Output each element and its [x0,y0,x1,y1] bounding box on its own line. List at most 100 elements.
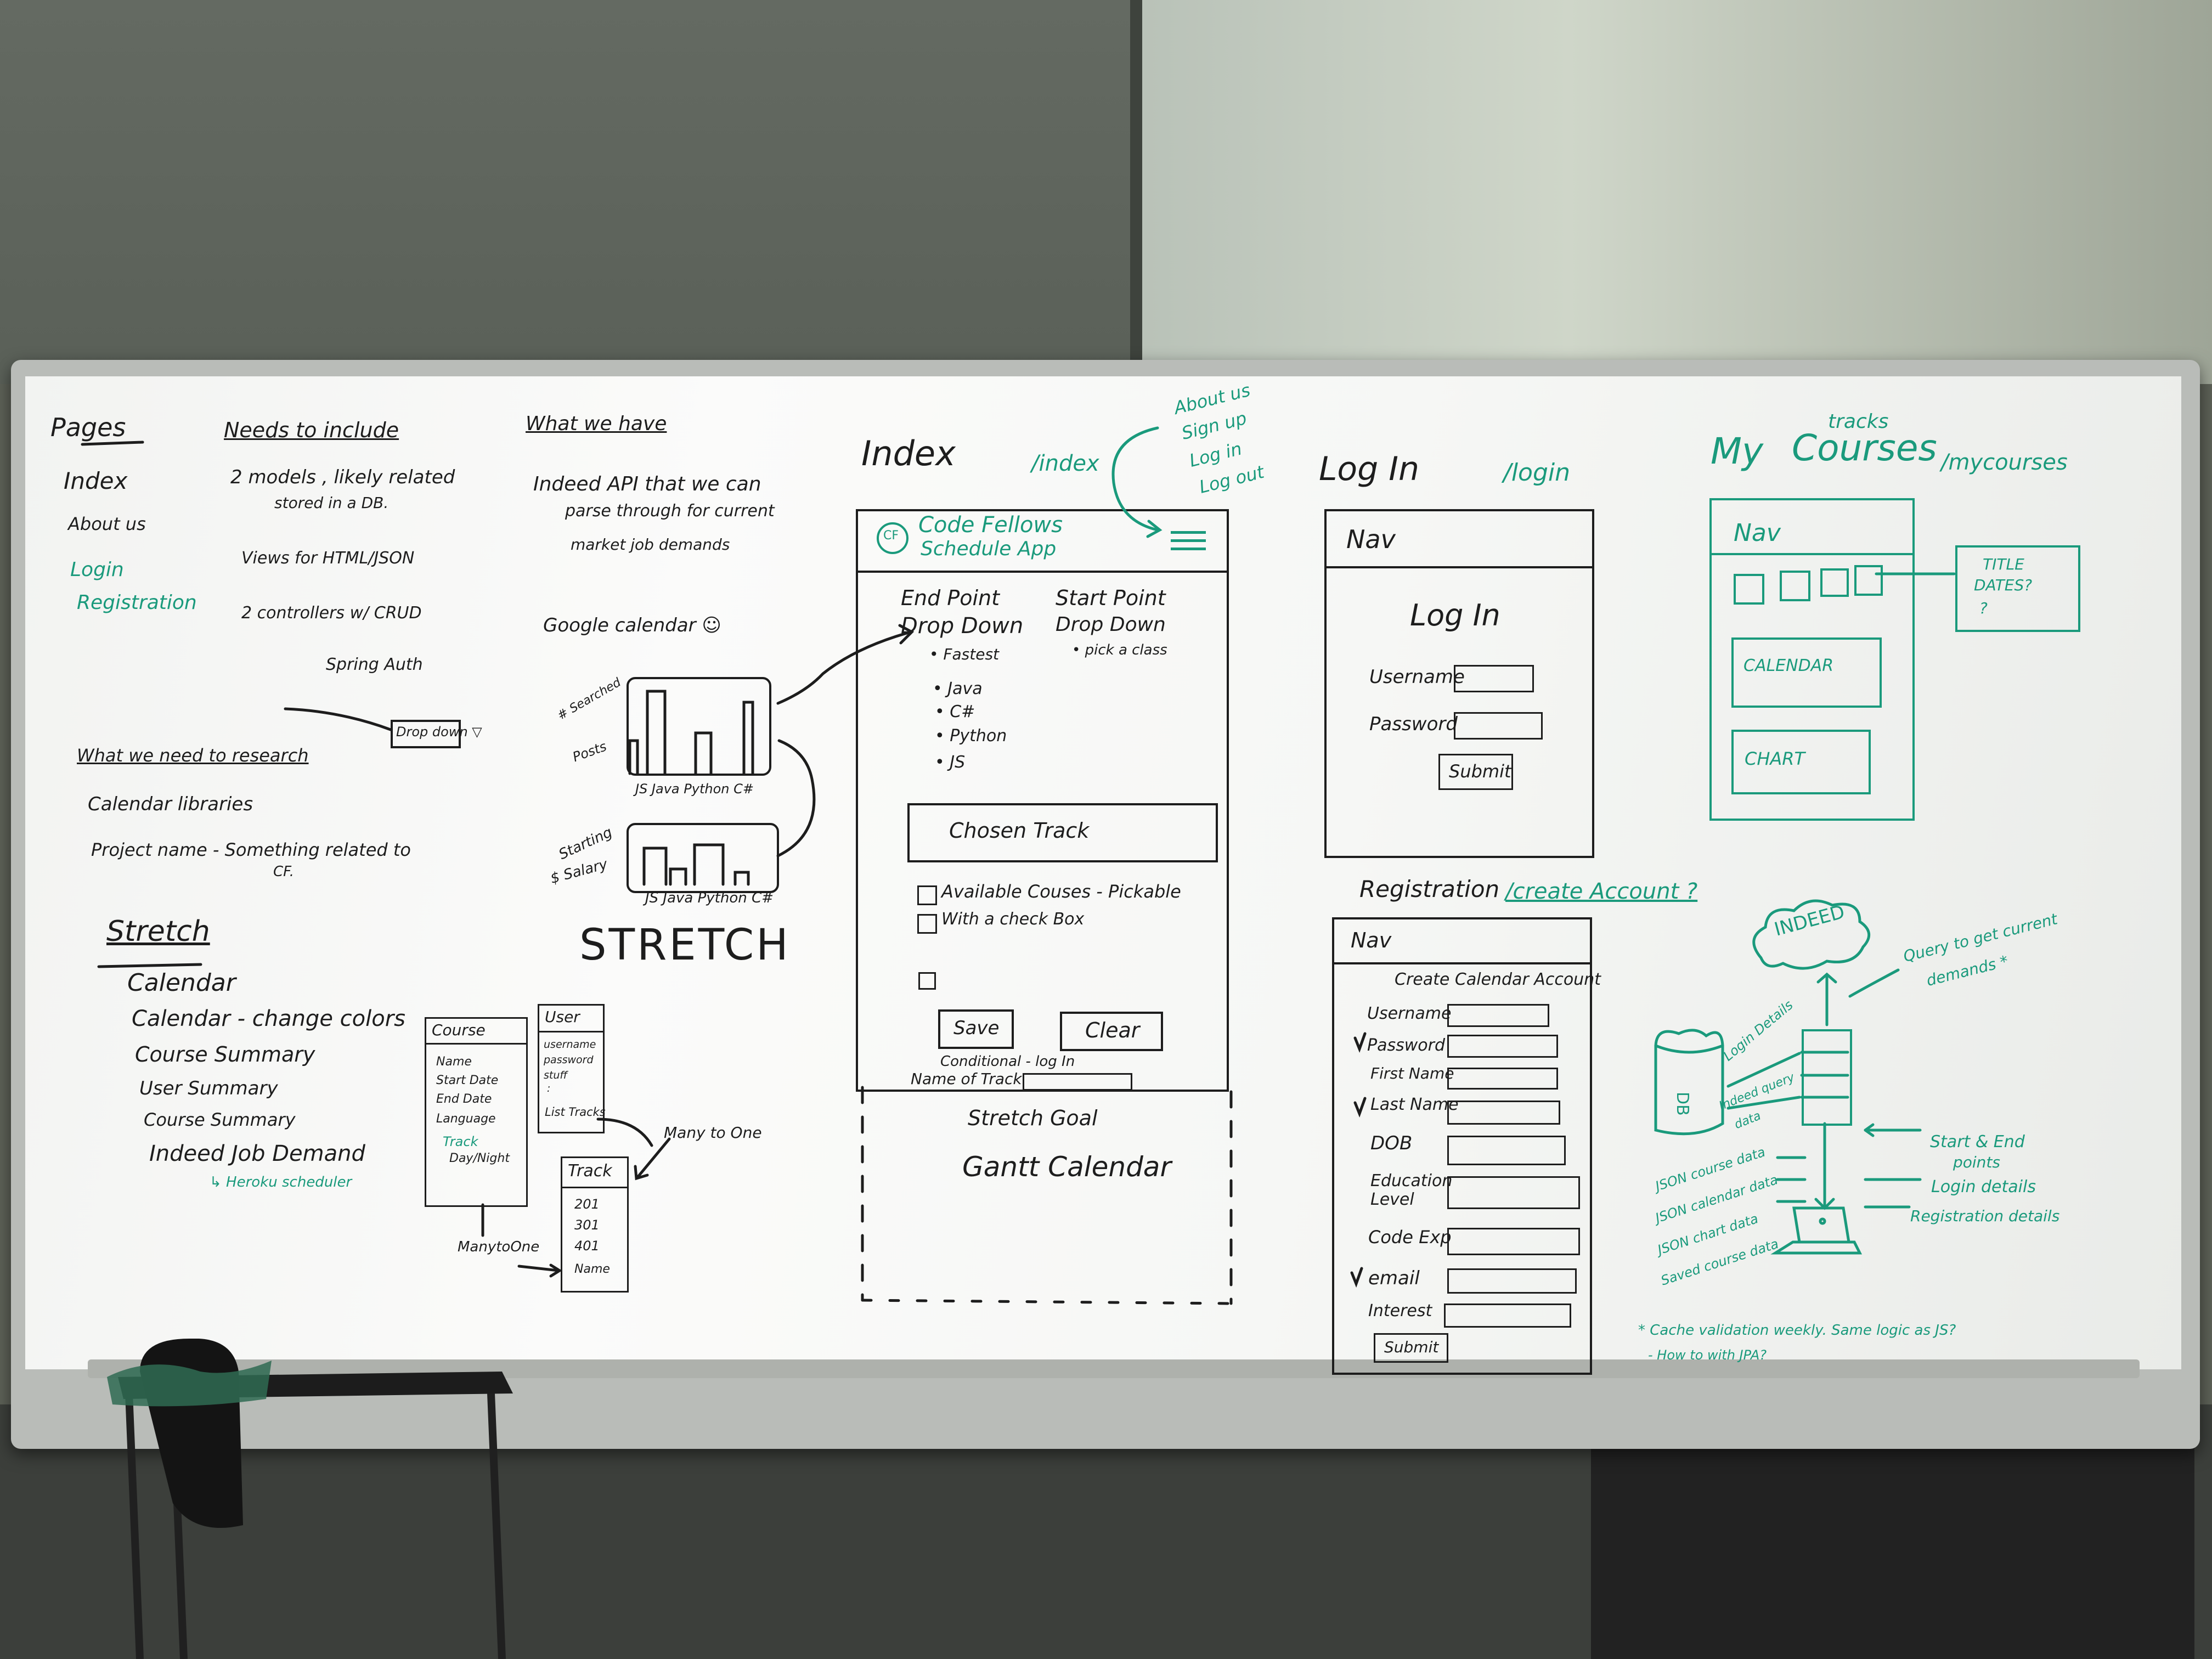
chart-sketch-searched-posts [627,677,771,776]
login-nav: Nav [1346,524,1396,554]
checkbox[interactable] [917,914,937,934]
stretch-item: Indeed Job Demand [149,1141,365,1166]
stretch-item: Calendar [127,969,236,997]
checkbox[interactable] [918,972,936,990]
reg-input[interactable] [1444,1304,1571,1328]
login-title: Log In [1410,598,1500,633]
course-field: Language [436,1112,496,1126]
reg-input[interactable] [1447,1101,1560,1125]
mycourses-heading-my: My [1711,430,1764,472]
track-entity: Track 201 301 401 Name [561,1156,629,1293]
checkbox[interactable] [917,885,937,905]
course-field: Name [436,1055,472,1069]
end-point-dropdown[interactable]: Drop Down [901,613,1024,639]
password-label: Password [1369,713,1458,735]
gantt-calendar-label: Gantt Calendar [962,1151,1172,1183]
cf-logo-text: CF [883,529,899,543]
reg-input[interactable] [1447,1004,1549,1027]
registration-submit-button[interactable]: Submit [1374,1333,1448,1363]
stretch-heading: Stretch [106,915,210,948]
end-option: • JS [935,753,966,772]
foreground-chair [107,1339,513,1659]
reg-input[interactable] [1447,1268,1577,1294]
cache-note-2: - How to with JPA? [1648,1347,1767,1363]
start-point-dropdown[interactable]: Drop Down [1056,613,1166,636]
reg-field-label: DOB [1370,1132,1413,1154]
needs-heading: Needs to include [224,418,399,442]
track-field: 201 [574,1197,600,1212]
reg-input[interactable] [1447,1035,1558,1058]
hamburger-menu-icon[interactable] [1171,531,1206,553]
pages-item-login: Login [70,558,124,581]
registration-route: /create Account ? [1505,879,1698,904]
stretch-item: Course Summary [135,1042,315,1066]
password-input[interactable] [1454,712,1543,740]
course-thumbnail[interactable] [1734,574,1764,605]
calendar-panel[interactable]: CALENDAR [1731,637,1882,708]
mycourses-wireframe: Nav CALENDAR CHART [1709,498,1915,821]
track-field: Name [574,1262,610,1276]
reg-field-label: First Name [1370,1064,1454,1082]
save-button[interactable]: Save [938,1009,1014,1049]
app-title-2: Schedule App [921,538,1057,560]
many-to-one-label-b: ManytoOne [458,1239,540,1255]
login-wireframe: Nav Log In Username Password Submit [1324,509,1594,858]
pages-item-index: Index [64,467,128,494]
user-field: password [544,1054,594,1066]
chosen-track-label: Chosen Track [949,819,1090,843]
registration-submit-label: Submit [1384,1338,1439,1356]
have-heading: What we have [526,413,667,435]
stretch-item: Course Summary [144,1109,296,1130]
clear-button[interactable]: Clear [1060,1012,1163,1051]
reg-input[interactable] [1447,1228,1580,1255]
needs-line-4: 2 controllers w/ CRUD [241,603,422,623]
mycourses-heading-courses: Courses [1792,427,1937,469]
reg-field-label: Username [1367,1004,1452,1023]
login-submit-button[interactable]: Submit [1438,754,1513,790]
title-dates-note-box: TITLE DATES? ? [1955,545,2080,632]
course-thumbnail[interactable] [1854,565,1883,596]
right-label: Registration details [1910,1207,2060,1225]
login-route: /login [1503,459,1571,487]
course-field: End Date [436,1092,492,1106]
mycourses-nav: Nav [1734,519,1781,547]
research-item-1: Calendar libraries [88,793,253,815]
reg-field-label: Education Level [1370,1171,1453,1209]
end-option: • Python [935,726,1007,746]
chart-panel[interactable]: CHART [1731,730,1871,794]
start-note: • pick a class [1072,642,1167,658]
username-input[interactable] [1454,665,1534,692]
calendar-panel-label: CALENDAR [1743,656,1834,675]
needs-line-3: Views for HTML/JSON [241,549,415,568]
reg-field-label: Code Exp [1368,1227,1452,1248]
right-label: points [1953,1153,2000,1171]
track-entity-title: Track [568,1161,612,1181]
have-line-2: parse through for current [565,501,775,521]
index-heading: Index [861,433,956,473]
reg-input[interactable] [1447,1136,1566,1165]
heroku-note: ↳ Heroku scheduler [210,1174,352,1190]
user-field: List Tracks [545,1105,606,1119]
pillar [1130,0,1142,384]
start-point-label: Start Point [1056,586,1166,610]
course-thumbnail[interactable] [1820,568,1849,597]
reg-input[interactable] [1447,1068,1558,1090]
course-thumbnail[interactable] [1780,571,1810,601]
stretch-goal-label: Stretch Goal [968,1106,1098,1130]
registration-title: Create Calendar Account [1395,970,1601,989]
end-option: • Java [933,679,983,698]
name-of-track-input[interactable] [1023,1073,1132,1091]
reg-input[interactable] [1447,1176,1580,1209]
server-stack [1802,1029,1852,1126]
pages-item-about: About us [68,514,146,534]
pages-item-registration: Registration [77,591,197,614]
reg-field-label: Password [1367,1036,1446,1055]
chosen-track-box[interactable]: Chosen Track [907,803,1218,862]
db-label: DB [1673,1092,1692,1116]
mycourses-route: /mycourses [1941,450,2068,475]
chart-sketch-starting-salary [627,823,779,893]
course-field: Day/Night [449,1152,510,1165]
chart-2-categories: JS Java Python C# [645,890,774,906]
cf-logo-icon: CF [877,522,909,554]
reg-field-label: email [1368,1267,1420,1289]
